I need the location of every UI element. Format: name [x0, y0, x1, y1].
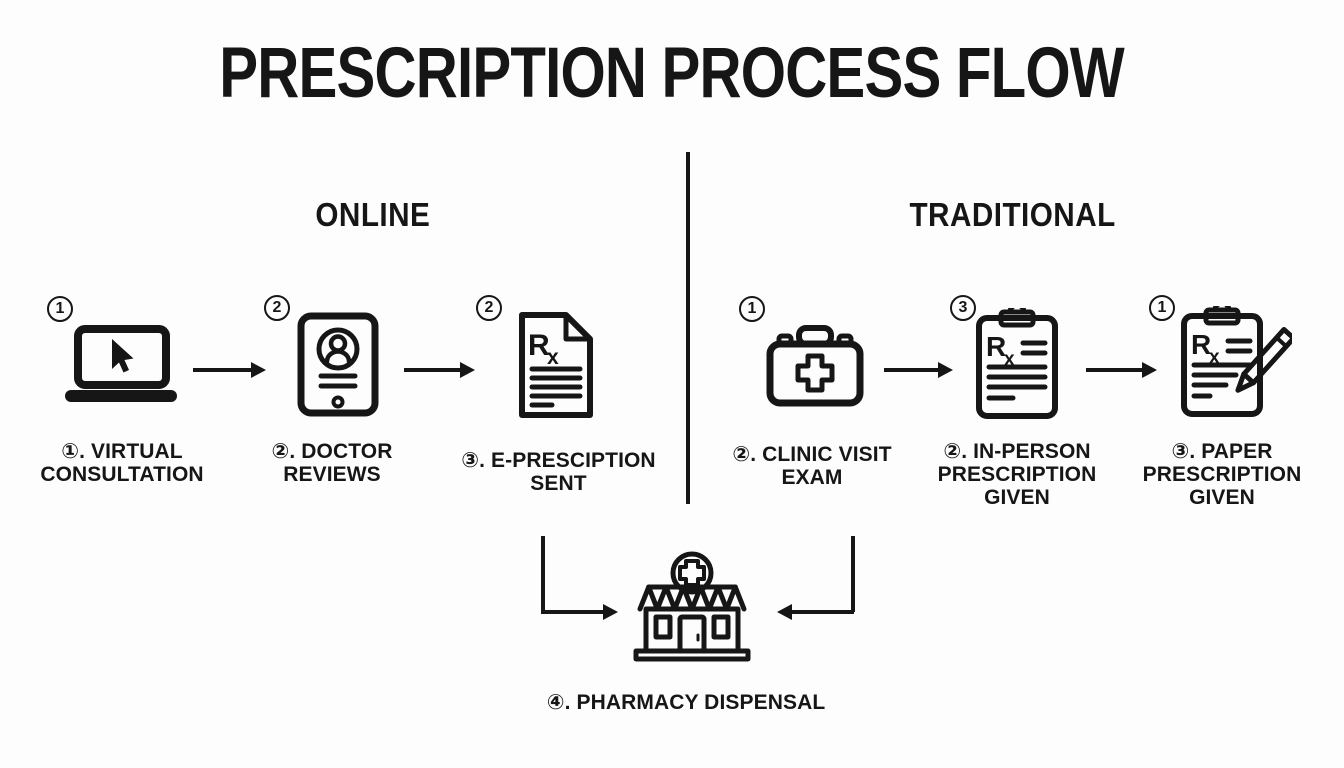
- online-step3-label: ③. E-PRESCIPTION SENT: [461, 449, 656, 495]
- tablet-doctor-profile-icon: [297, 312, 379, 417]
- online-step3-badge: 2: [476, 295, 502, 321]
- traditional-to-pharmacy-arrowhead: [777, 604, 792, 620]
- traditional-arrow-1: [884, 368, 938, 372]
- pharmacy-dispensal-label: ④. PHARMACY DISPENSAL: [546, 691, 826, 714]
- traditional-step2-badge: 3: [950, 295, 976, 321]
- rx-clipboard-icon: R x: [976, 308, 1058, 419]
- traditional-step3-label: ③. PAPER PRESCRIPTION GIVEN: [1142, 440, 1302, 509]
- first-aid-kit-icon: [766, 325, 864, 407]
- page-title: PRESCRIPTION PROCESS FLOW: [219, 34, 1125, 113]
- online-to-pharmacy-arrowhead: [603, 604, 618, 620]
- online-step1-label: ①. VIRTUAL CONSULTATION: [40, 440, 204, 486]
- online-arrow-2: [404, 368, 460, 372]
- traditional-to-pharmacy-connector-horizontal: [792, 610, 854, 614]
- svg-text:R: R: [528, 329, 550, 362]
- traditional-to-pharmacy-connector-vertical: [851, 536, 855, 612]
- traditional-step2-label: ②. IN-PERSON PRESCRIPTION GIVEN: [937, 440, 1097, 509]
- svg-text:R: R: [986, 331, 1006, 362]
- laptop-cursor-icon: [65, 325, 177, 402]
- online-to-pharmacy-connector-horizontal: [541, 610, 603, 614]
- traditional-step1-label: ②. CLINIC VISIT EXAM: [732, 443, 892, 489]
- online-step2-label: ②. DOCTOR REVIEWS: [271, 440, 393, 486]
- svg-text:x: x: [1209, 347, 1220, 368]
- online-step1-badge: 1: [47, 296, 73, 322]
- svg-text:x: x: [1004, 349, 1015, 370]
- online-arrow-1: [193, 368, 251, 372]
- clipboard-pencil-icon: R x: [1181, 306, 1292, 417]
- svg-text:x: x: [547, 346, 559, 369]
- pharmacy-storefront-icon: [633, 551, 751, 662]
- column-divider-line: [686, 152, 690, 504]
- online-to-pharmacy-connector-vertical: [541, 536, 545, 612]
- traditional-column-header: TRADITIONAL: [909, 196, 1117, 233]
- traditional-arrow-2: [1086, 368, 1142, 372]
- rx-document-icon: R x: [519, 312, 593, 418]
- svg-text:R: R: [1191, 329, 1211, 360]
- online-step2-badge: 2: [264, 295, 290, 321]
- traditional-step3-badge: 1: [1149, 295, 1175, 321]
- online-column-header: ONLINE: [315, 196, 431, 233]
- traditional-step1-badge: 1: [739, 296, 765, 322]
